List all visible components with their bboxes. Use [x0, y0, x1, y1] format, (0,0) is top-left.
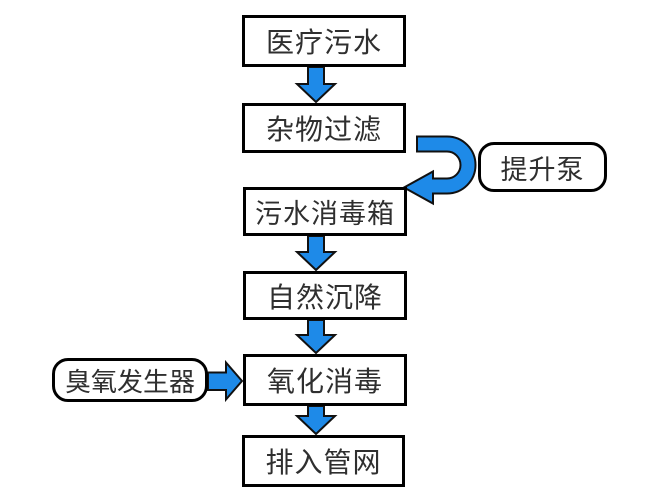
flow-node-discharge-to-pipe-network: 排入管网 [242, 435, 405, 487]
flow-node-sewage-disinfection-tank: 污水消毒箱 [243, 187, 407, 236]
flow-node-medical-wastewater: 医疗污水 [242, 15, 406, 67]
flow-node-label: 自然沉降 [266, 280, 383, 314]
flow-node-debris-filtering: 杂物过滤 [242, 103, 406, 153]
flow-node-natural-sedimentation: 自然沉降 [243, 271, 407, 320]
arrow-down-3 [294, 319, 338, 355]
flow-node-label: 排入管网 [265, 446, 382, 479]
arrow-down-1 [294, 66, 338, 104]
arrow-down-4 [294, 405, 338, 436]
u-turn-arrow [401, 135, 477, 206]
flow-node-label: 医疗污水 [265, 26, 382, 59]
arrow-down-2 [294, 235, 338, 272]
flow-node-oxidation-disinfection: 氧化消毒 [243, 354, 407, 406]
flow-node-label: 污水消毒箱 [255, 199, 395, 230]
flow-node-label: 杂物过滤 [265, 113, 382, 146]
side-node-lift-pump: 提升泵 [478, 142, 607, 192]
arrow-right [207, 359, 244, 403]
side-node-label: 臭氧发生器 [64, 367, 195, 398]
flow-node-label: 氧化消毒 [266, 365, 383, 398]
side-node-ozone-generator: 臭氧发生器 [52, 358, 208, 402]
side-node-label: 提升泵 [500, 154, 585, 186]
